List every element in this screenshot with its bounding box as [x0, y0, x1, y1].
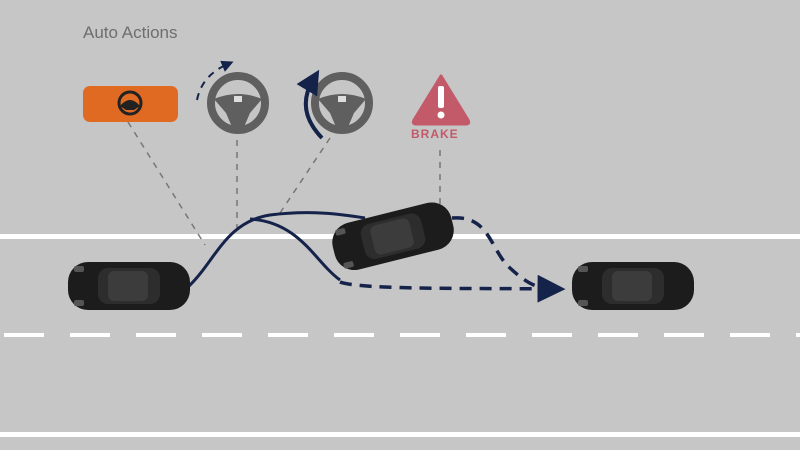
brake-warning-icon — [411, 74, 471, 126]
return-path — [249, 217, 341, 282]
steering-wheel-assist-icon — [196, 60, 265, 130]
diagram-title: Auto Actions — [83, 23, 178, 42]
leader-lines — [127, 121, 441, 246]
avoidance-path — [186, 211, 366, 289]
projected-path — [339, 274, 566, 303]
projected-path-alt — [451, 216, 546, 290]
car-swerving — [328, 198, 459, 275]
road-edge-bottom — [0, 432, 800, 437]
brake-label: BRAKE — [411, 127, 459, 141]
car-end — [572, 262, 694, 310]
steering-warning-icon — [83, 86, 178, 122]
steering-wheel-return-icon — [296, 69, 369, 140]
car-start — [68, 262, 190, 310]
